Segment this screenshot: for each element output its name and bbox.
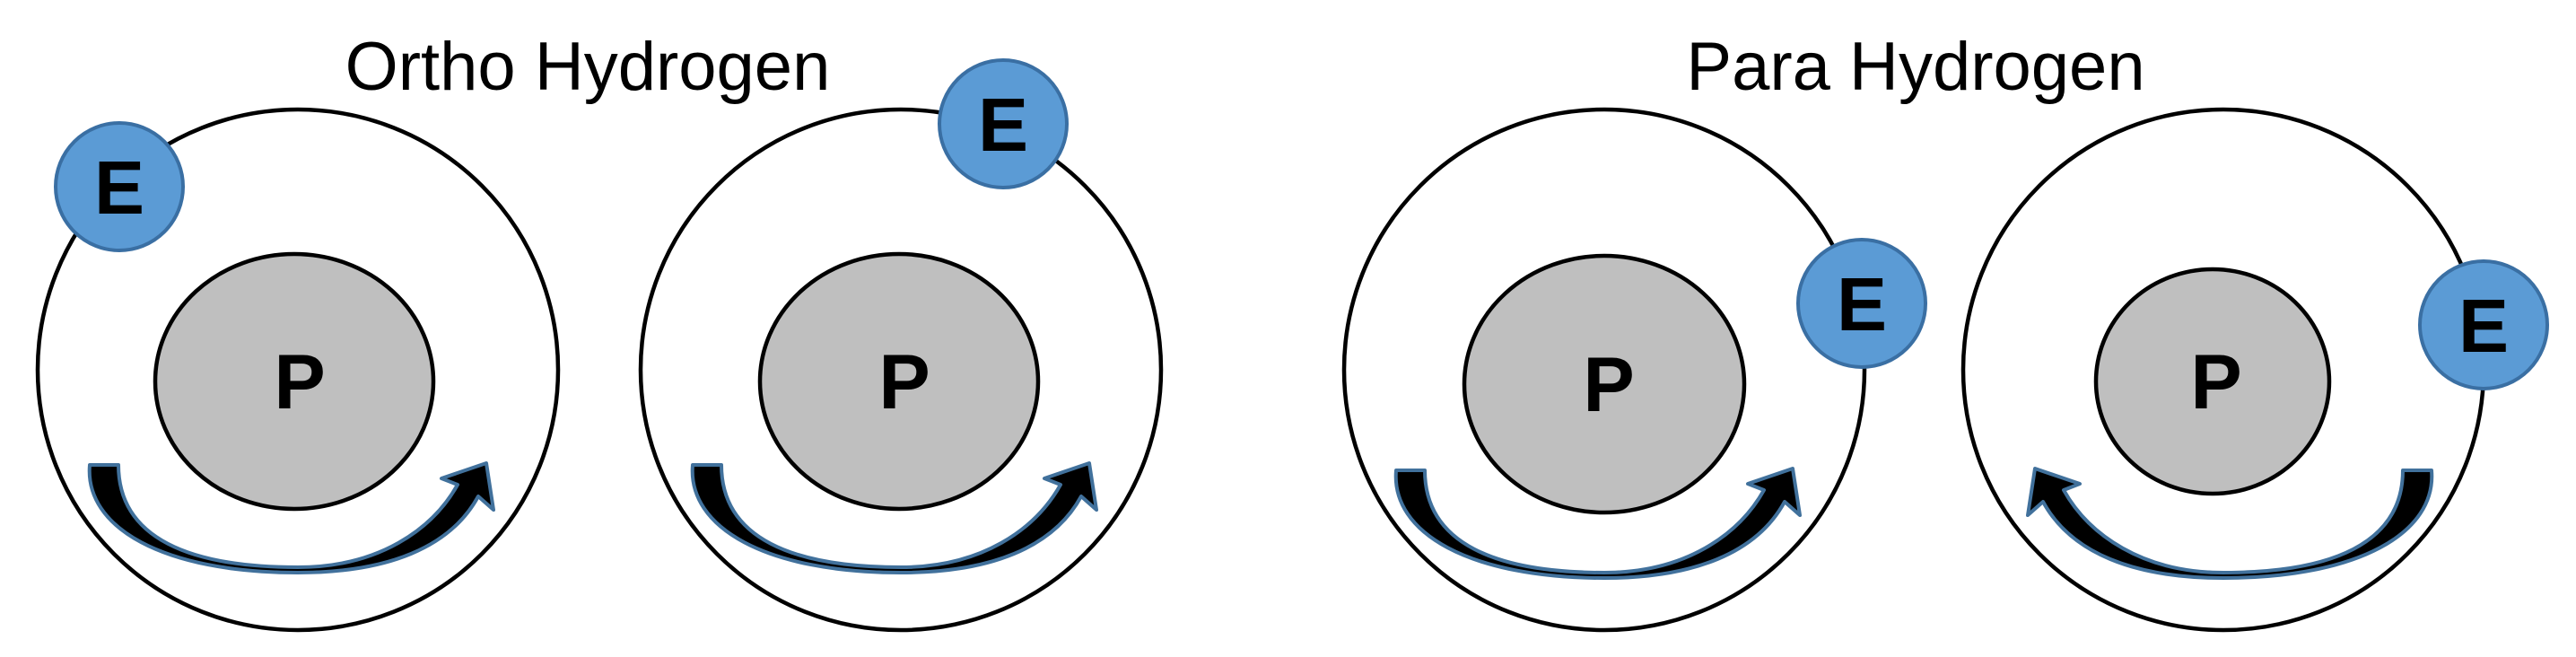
ortho-hydrogen-title: Ortho Hydrogen — [345, 29, 831, 105]
electron — [1796, 238, 1927, 369]
electron-label: E — [978, 83, 1028, 167]
proton-nucleus — [2093, 267, 2332, 496]
electron-label: E — [94, 145, 144, 230]
para-atom-2: P E — [1960, 107, 2549, 633]
proton-nucleus — [1462, 253, 1747, 515]
proton-nucleus — [153, 251, 436, 512]
proton-label: P — [274, 339, 325, 425]
proton-label: P — [1583, 342, 1634, 428]
spin-arrow-counterclockwise-icon — [2026, 467, 2434, 580]
electron — [938, 58, 1069, 189]
electron-label: E — [1837, 262, 1887, 346]
para-atom-1: P E — [1341, 107, 1927, 633]
spin-arrow-clockwise-icon — [87, 461, 495, 574]
spin-arrow-clockwise-icon — [690, 461, 1098, 574]
proton-nucleus — [757, 251, 1041, 512]
electron — [54, 121, 185, 252]
electron-label: E — [2458, 284, 2509, 368]
para-hydrogen-title: Para Hydrogen — [1686, 29, 2144, 105]
ortho-atom-2: P E — [638, 58, 1164, 633]
ortho-atom-1: P E — [35, 107, 561, 633]
electron — [2418, 259, 2549, 390]
proton-label: P — [878, 339, 930, 425]
proton-label: P — [2190, 339, 2241, 425]
spin-arrow-clockwise-icon — [1393, 467, 1802, 580]
